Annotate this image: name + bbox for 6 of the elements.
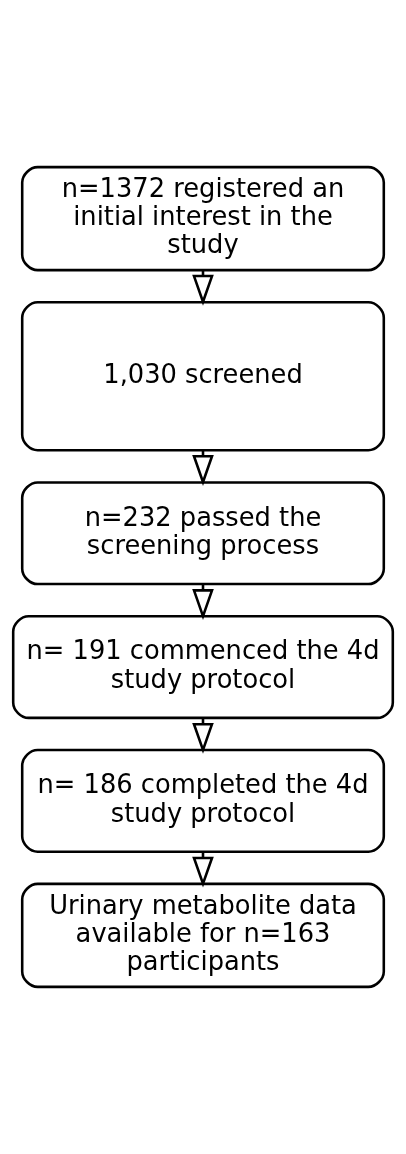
node-box: n=232 passed the screening process (20, 481, 386, 586)
node-box: Urinary metabolite data available for n=163 participants (20, 882, 386, 989)
node-box: n= 186 completed the 4d study protocol (20, 748, 386, 854)
node-box: n=1372 registered an initial interest in the study (20, 165, 386, 272)
node-box: n= 191 commenced the 4d study protocol (11, 614, 395, 720)
node-box: 1,030 screened (20, 300, 386, 452)
